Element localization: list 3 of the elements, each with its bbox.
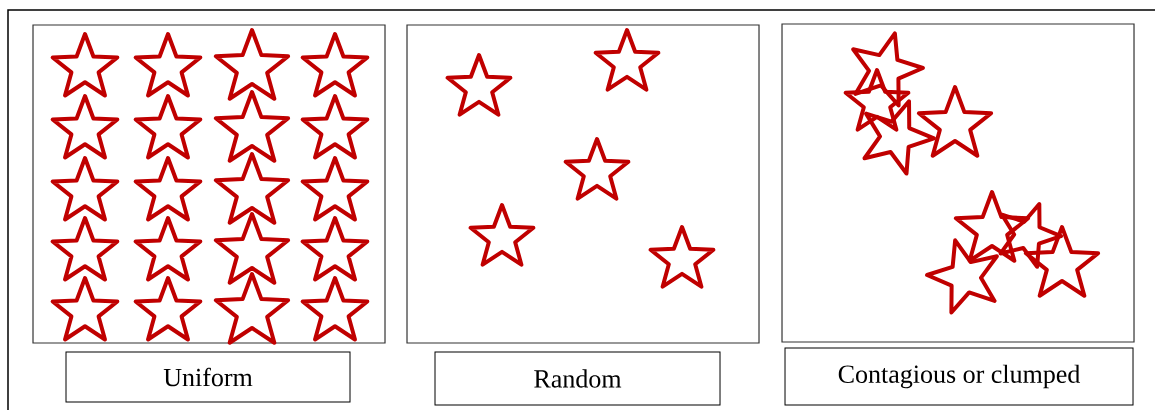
label-box: Uniform [65,351,351,403]
label-box: Contagious or clumped [784,347,1134,406]
label-box: Random [434,351,721,406]
